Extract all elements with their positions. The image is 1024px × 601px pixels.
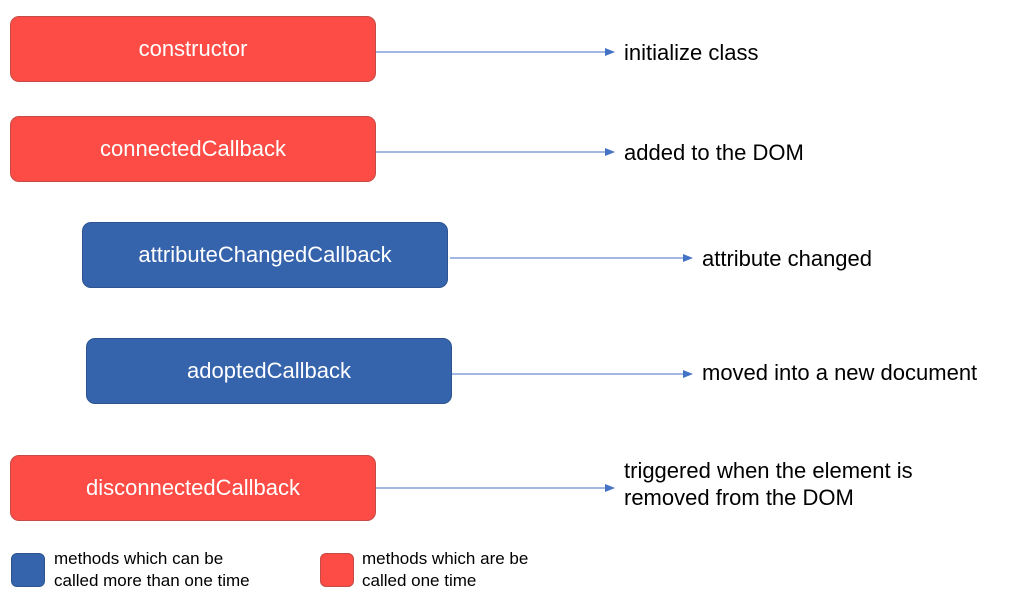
constructor-label: constructor	[138, 36, 248, 61]
description-line: moved into a new document	[702, 360, 978, 385]
connected-callback-box: connectedCallback	[10, 116, 376, 182]
description-line: added to the DOM	[624, 140, 804, 165]
description-line: initialize class	[624, 40, 759, 65]
attribute-changed-callback-description: attribute changed	[702, 245, 872, 272]
disconnected-callback-box: disconnectedCallback	[10, 455, 376, 521]
constructor-box: constructor	[10, 16, 376, 82]
description-line: attribute changed	[702, 246, 873, 271]
legend-swatch-red	[320, 553, 354, 587]
adopted-callback-description: moved into a new document	[702, 359, 977, 386]
attribute-changed-callback-box: attributeChangedCallback	[82, 222, 448, 288]
attribute-changed-callback-label: attributeChangedCallback	[138, 242, 392, 267]
legend-text-red: methods which are be called one time	[362, 548, 528, 592]
disconnected-callback-description: triggered when the element is removed fr…	[624, 457, 913, 511]
constructor-description: initialize class	[624, 39, 759, 66]
connected-callback-label: connectedCallback	[100, 136, 286, 161]
legend-line: called one time	[362, 571, 477, 590]
disconnected-callback-label: disconnectedCallback	[85, 475, 301, 500]
description-line: removed from the DOM	[624, 485, 854, 510]
connected-callback-description: added to the DOM	[624, 139, 804, 166]
description-line: triggered when the element is	[624, 458, 913, 483]
legend-swatch-blue	[11, 553, 45, 587]
legend-line: called more than one time	[54, 571, 250, 590]
legend-text-blue: methods which can be called more than on…	[54, 548, 250, 592]
adopted-callback-box: adoptedCallback	[86, 338, 452, 404]
legend-line: methods which are be	[362, 549, 529, 568]
legend-line: methods which can be	[54, 549, 224, 568]
adopted-callback-label: adoptedCallback	[187, 358, 351, 383]
